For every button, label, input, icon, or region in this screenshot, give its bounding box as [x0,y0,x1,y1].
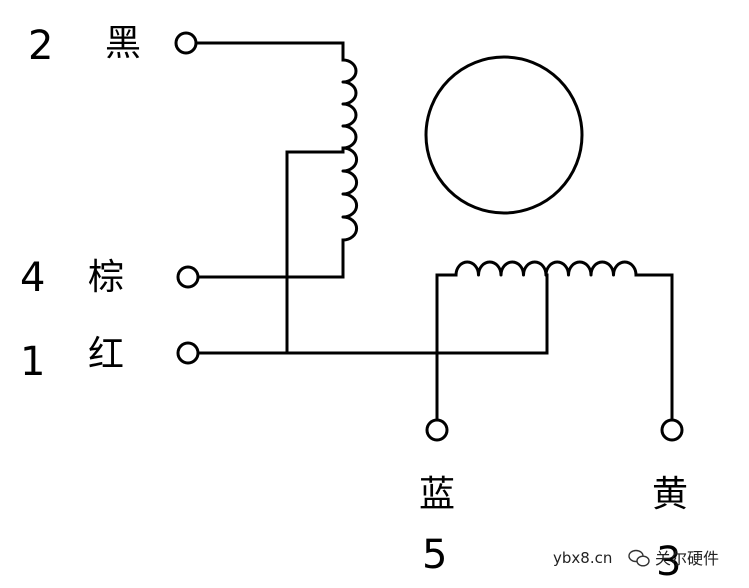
wire-center-tap-vertical [285,146,345,355]
watermark-brand: 关尔硬件 [655,549,719,568]
watermark: ybx8.cn 关尔硬件 [553,549,719,568]
terminal-2-connector [174,31,198,55]
wire-terminal-4 [196,238,345,279]
wechat-icon [628,549,650,567]
terminal-1-color-label: 红 [88,334,124,375]
rotor-circle [424,55,584,215]
coil-lower [341,146,359,242]
terminal-4-color-label: 棕 [88,257,124,298]
terminal-4-connector [176,265,200,289]
terminal-4-number: 4 [20,255,45,301]
coil-left [454,260,548,277]
coil-right [544,260,638,277]
terminal-2-number: 2 [28,23,53,69]
wire-terminal-2 [194,41,345,62]
horizontal-winding [435,260,674,422]
terminal-5-connector [425,418,449,442]
terminal-5-number: 5 [422,532,447,578]
terminal-1-number: 1 [20,339,45,385]
coil-upper [341,58,358,150]
terminal-1-connector [176,341,200,365]
vertical-winding [194,41,359,355]
terminal-3-color-label: 黄 [652,474,688,515]
watermark-site: ybx8.cn [553,549,612,567]
terminal-2-color-label: 黑 [105,23,141,64]
terminal-5-color-label: 蓝 [419,474,455,515]
terminal-3-number: 3 [656,539,681,585]
wire-terminal-3 [634,273,674,422]
wire-terminal-5 [435,273,458,422]
wire-terminal-1 [196,273,549,355]
terminal-3-connector [660,418,684,442]
